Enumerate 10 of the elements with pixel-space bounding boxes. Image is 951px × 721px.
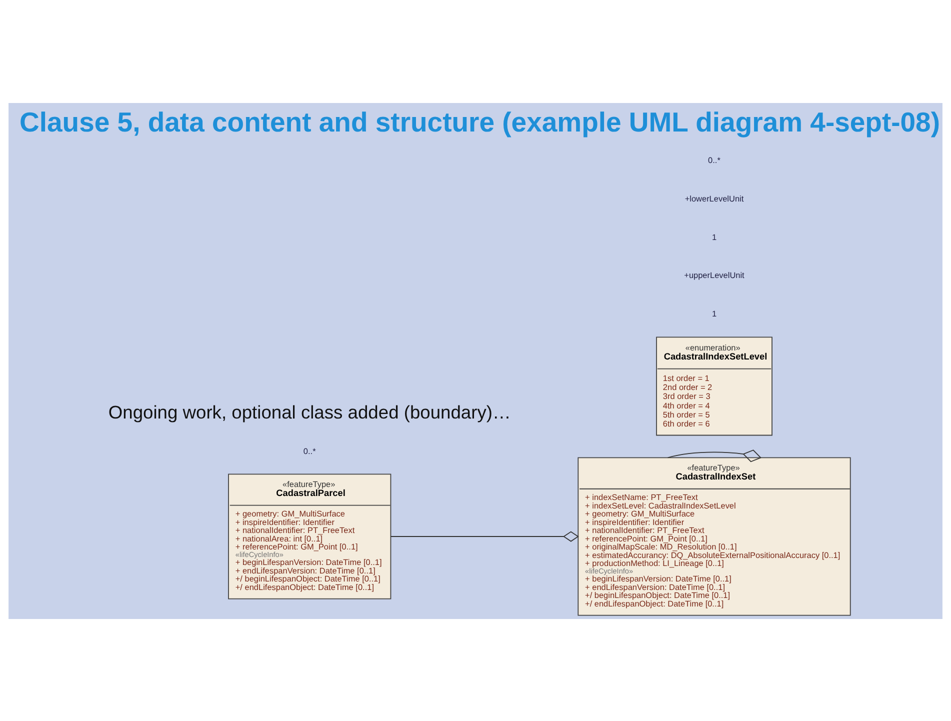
diagram-title: Clause 5, data content and structure (example UML diagram 4-sept-08)	[20, 106, 940, 137]
label: +upperLevelUnit	[684, 270, 744, 280]
label: 1	[712, 232, 717, 242]
label: 1	[712, 309, 717, 318]
connector	[667, 449, 762, 462]
label: Ongoing work, optional class added (boundary)…	[108, 400, 511, 422]
label: 0..*	[303, 446, 316, 456]
connector	[390, 530, 579, 542]
label: +lowerLevelUnit	[684, 194, 744, 203]
label: 0..*	[708, 155, 720, 164]
